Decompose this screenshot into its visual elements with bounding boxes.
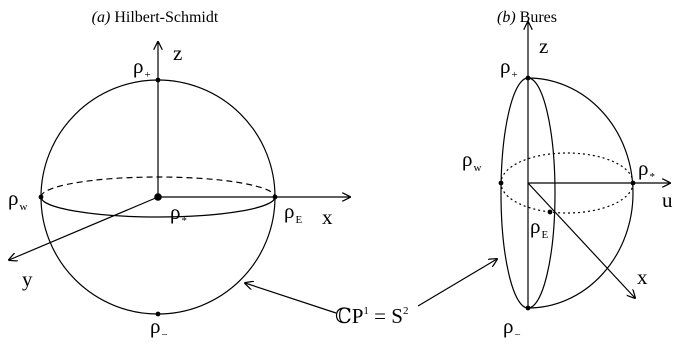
label-cp1-equals-s2: ℂP1 = S2: [335, 304, 408, 328]
bures-x-axis: [527, 182, 635, 298]
hs-dot-plus: [155, 77, 161, 83]
hs-y-axis: [9, 196, 159, 260]
hs-label-rho-star: ρ*: [170, 200, 187, 227]
bures-dot-west: [498, 180, 504, 186]
center-annotation: ℂP1 = S2: [245, 259, 497, 328]
hs-axis-y-label: y: [22, 267, 33, 291]
bures-axis-x-label: x: [637, 265, 648, 289]
bures-label-rho-star: ρ*: [638, 156, 655, 183]
pointer-arrow-to-hs-sphere: [245, 283, 337, 314]
pointer-arrow-to-bures-sphere: [417, 259, 497, 307]
hs-dot-west: [38, 194, 44, 200]
hs-label-rho-plus: ρ+: [133, 54, 151, 81]
bures-label-rho-w: ρw: [462, 147, 481, 174]
hs-axis-z-label: z: [173, 41, 182, 65]
bures-dot-east: [547, 209, 553, 215]
hs-dot-east: [272, 194, 278, 200]
hs-dot-star: [154, 193, 162, 201]
bures-dot-plus: [525, 75, 531, 81]
hs-axis-x-label: x: [322, 205, 333, 229]
hs-label-rho-minus: ρ−: [150, 314, 168, 341]
bures-label-rho-plus: ρ+: [500, 54, 518, 81]
bures-label-rho-e: ρE: [530, 214, 548, 241]
panel-bures: (b) Bures z u x ρ+ ρ− ρw ρE ρ*: [462, 9, 673, 341]
bures-axis-u-label: u: [662, 188, 673, 212]
hs-label-rho-e: ρE: [284, 199, 302, 226]
caption-bures: (b) Bures: [497, 9, 557, 26]
panel-hilbert-schmidt: (a) Hilbert-Schmidt z x y ρ+ ρ− ρw ρE ρ*: [8, 9, 350, 341]
bures-label-rho-minus: ρ−: [503, 314, 521, 341]
bures-hemisphere-arc: [527, 77, 634, 309]
bures-dot-minus: [525, 305, 531, 311]
caption-hilbert-schmidt: (a) Hilbert-Schmidt: [92, 9, 219, 26]
hs-equator-front: [40, 196, 276, 218]
bures-dot-star: [630, 180, 636, 186]
bures-axis-z-label: z: [539, 34, 548, 58]
hs-label-rho-w: ρw: [8, 186, 27, 213]
hs-dot-minus: [155, 311, 161, 317]
